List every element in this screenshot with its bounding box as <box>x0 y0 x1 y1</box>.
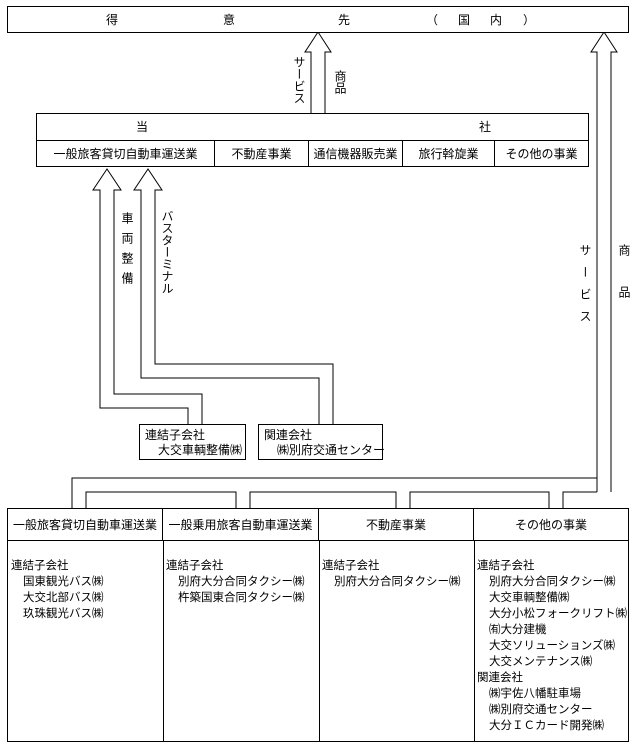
affiliate-label: 関連会社 <box>264 428 313 442</box>
list-item: ㈱別府交通センター <box>489 702 593 716</box>
collector-inner <box>85 491 597 508</box>
arrow-company-to-customer <box>304 31 332 113</box>
group-label: 連結子会社 <box>11 558 69 572</box>
segment-header-taxi: 一般乗用旅客自動車運送業 <box>163 509 319 541</box>
list-item: 別府大分合同タクシー㈱ <box>334 574 461 588</box>
affiliate-box: 関連会社 ㈱別府交通センター <box>258 424 386 460</box>
affiliate-name: ㈱別府交通センター <box>277 443 386 457</box>
arrow-terminal-to-bus <box>133 168 334 424</box>
list-item: 大交車輌整備㈱ <box>489 590 570 604</box>
list-item: ㈱宇佐八幡駐車場 <box>489 686 581 700</box>
group-label: 関連会社 <box>477 670 523 684</box>
consolidated-name: 大交車輌整備㈱ <box>158 443 243 457</box>
company-segment-bus: 一般旅客貸切自動車運送業 <box>37 140 215 166</box>
segment-header-other: その他の事業 <box>474 509 628 541</box>
group-label: 連結子会社 <box>166 558 224 572</box>
customer-char-1: 得 <box>106 13 119 27</box>
list-item: 別府大分合同タクシー㈱ <box>178 574 305 588</box>
company-title-right: 社 <box>479 120 492 134</box>
group-label: 連結子会社 <box>322 558 380 572</box>
collector-outer <box>71 477 597 508</box>
list-item: 別府大分合同タクシー㈱ <box>489 574 616 588</box>
company-segment-realestate: 不動産事業 <box>215 140 309 166</box>
segments-table: 一般旅客貸切自動車運送業 一般乗用旅客自動車運送業 不動産事業 その他の事業 連… <box>7 508 629 742</box>
list-item: 杵築国東合同タクシー㈱ <box>178 590 305 604</box>
segment-list-realestate: 連結子会社 別府大分合同タクシー㈱ <box>322 557 461 589</box>
right-service-label: サービス <box>578 244 592 332</box>
consolidated-box: 連結子会社 大交車輌整備㈱ <box>139 424 246 460</box>
customer-box: 得 意 先 （ 国 内 ） <box>7 6 629 33</box>
domestic-open-paren: （ <box>426 13 439 27</box>
top-goods-label: 商品 <box>333 70 347 94</box>
segment-list-bus-charter: 連結子会社 国東観光バス㈱ 大交北部バス㈱ 玖珠観光バス㈱ <box>11 557 104 621</box>
company-segment-travel: 旅行斡旋業 <box>403 140 495 166</box>
list-item: 大分小松フォークリフト㈱ <box>489 606 627 620</box>
list-item: 国東観光バス㈱ <box>23 574 104 588</box>
segment-header-realestate: 不動産事業 <box>319 509 474 541</box>
list-item: 玖珠観光バス㈱ <box>23 606 104 620</box>
domestic-char-1: 国 <box>458 13 471 27</box>
company-title-left: 当 <box>136 120 149 134</box>
customer-char-2: 意 <box>223 13 236 27</box>
list-item: 大交ソリューションズ㈱ <box>489 638 616 652</box>
consolidated-label: 連結子会社 <box>145 428 206 442</box>
company-box: 当 社 一般旅客貸切自動車運送業 不動産事業 通信機器販売業 旅行斡旋業 その他… <box>36 113 589 167</box>
company-segment-telecom: 通信機器販売業 <box>309 140 403 166</box>
top-service-label: サービス <box>292 56 306 104</box>
bus-terminal-label: バスターミナル <box>160 210 174 294</box>
list-item: 大交北部バス㈱ <box>23 590 104 604</box>
maintenance-label: 車両整備 <box>120 212 134 292</box>
customer-char-3: 先 <box>338 13 351 27</box>
domestic-close-paren: ） <box>523 13 536 27</box>
company-segment-other: その他の事業 <box>505 146 578 161</box>
list-item: ㈲大分建機 <box>489 622 547 636</box>
right-goods-label: 商品 <box>617 244 631 328</box>
segment-list-taxi: 連結子会社 別府大分合同タクシー㈱ 杵築国東合同タクシー㈱ <box>166 557 305 605</box>
arrow-maintenance-to-bus <box>92 168 203 424</box>
arrow-segments-to-customer <box>590 31 618 492</box>
list-item: 大交メンテナンス㈱ <box>489 654 593 668</box>
group-label: 連結子会社 <box>477 558 535 572</box>
domestic-char-2: 内 <box>490 13 503 27</box>
segment-list-other: 連結子会社 別府大分合同タクシー㈱ 大交車輌整備㈱ 大分小松フォークリフト㈱ ㈲… <box>477 557 627 733</box>
list-item: 大分ＩＣカード開発㈱ <box>489 718 604 732</box>
segment-header-bus-charter: 一般旅客貸切自動車運送業 <box>8 509 163 541</box>
